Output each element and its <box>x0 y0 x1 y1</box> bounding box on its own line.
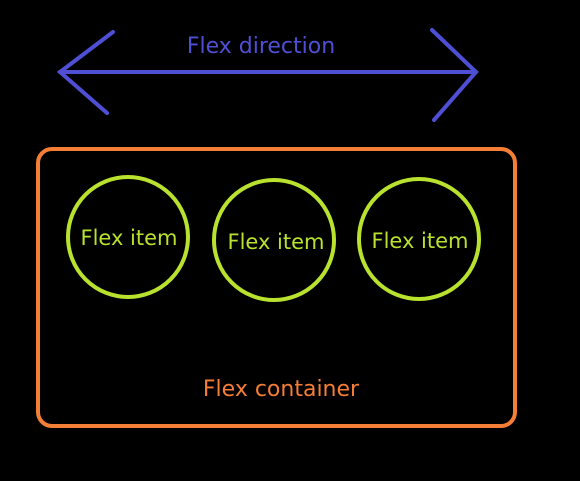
flex-item: Flex item <box>212 178 336 302</box>
flex-item-label: Flex item <box>227 230 324 254</box>
flex-item-circle <box>357 177 481 301</box>
flex-direction-label: Flex direction <box>187 34 335 59</box>
arrow-head-right-icon <box>430 28 479 122</box>
flex-container-label: Flex container <box>203 377 360 402</box>
flex-item-label: Flex item <box>371 229 468 253</box>
flex-container-box <box>36 147 517 428</box>
flex-item-label: Flex item <box>80 226 177 250</box>
flex-item: Flex item <box>357 177 481 301</box>
arrow-head-left-icon <box>56 30 115 115</box>
flex-item-circle <box>66 175 190 299</box>
flex-item-circle <box>212 178 336 302</box>
flex-direction-arrow <box>56 28 479 122</box>
flex-item: Flex item <box>66 175 190 299</box>
